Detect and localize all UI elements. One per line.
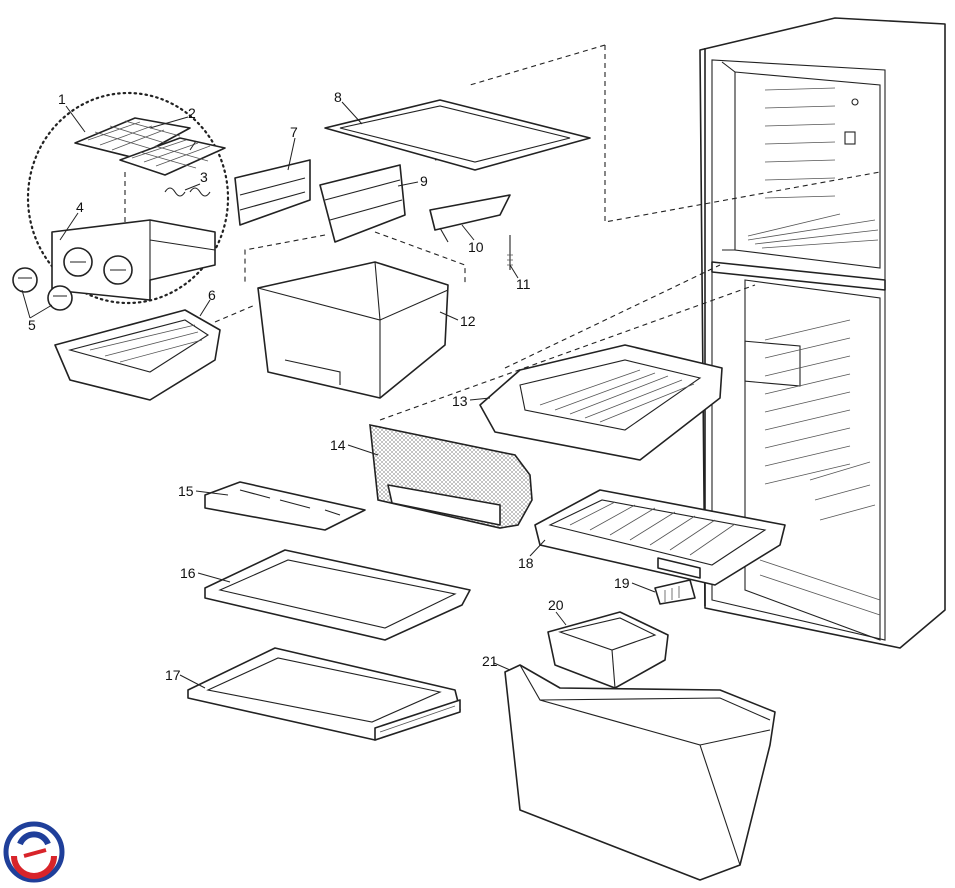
logo-arc-red (11, 855, 57, 879)
callout-9: 9 (420, 173, 428, 189)
leader-lines (21, 101, 656, 689)
callout-12: 12 (460, 313, 476, 329)
logo-ring-blue (3, 821, 65, 883)
shelf-bracket-left (234, 159, 311, 226)
ice-assembly-boundary (26, 91, 230, 305)
callout-8: 8 (334, 89, 342, 105)
callout-7: 7 (290, 124, 298, 140)
callout-11: 11 (516, 276, 531, 292)
rail-stopper (654, 579, 696, 605)
ice-spring-clips (164, 187, 211, 197)
ice-tray-upper (74, 117, 191, 159)
callout-1: 1 (58, 91, 66, 107)
logo-bar-red (23, 848, 47, 858)
small-storage-bin (547, 611, 669, 689)
callout-6: 6 (208, 287, 216, 303)
callout-14: 14 (330, 437, 346, 453)
ice-maker-frame (51, 219, 216, 301)
freezer-glass-shelf (324, 99, 591, 171)
callout-20: 20 (548, 597, 564, 613)
callout-17: 17 (165, 667, 181, 683)
brand-logo-icon (3, 821, 65, 883)
callout-21: 21 (482, 653, 498, 669)
fridge-glass-shelf-b (187, 647, 461, 741)
freezer-shelf-rails (747, 87, 879, 249)
ice-storage-box (54, 309, 221, 401)
callout-19: 19 (614, 575, 630, 591)
mesh-cover-panel (369, 423, 533, 529)
ice-tray-lower (119, 137, 226, 176)
shelf-bracket-right (429, 194, 511, 243)
callout-5: 5 (28, 317, 36, 333)
freezer-drawer (257, 261, 449, 399)
ice-knobs (12, 267, 73, 311)
assembly-guide-lines (124, 44, 881, 421)
callout-16: 16 (180, 565, 196, 581)
logo-arc-blue (17, 831, 51, 846)
callout-18: 18 (518, 555, 534, 571)
callout-13: 13 (452, 393, 468, 409)
small-tray (204, 481, 366, 531)
large-vegetable-bin (504, 664, 776, 881)
callout-10: 10 (468, 239, 484, 255)
callout-2: 2 (188, 105, 196, 121)
callout-4: 4 (76, 199, 84, 215)
crisper-tray (479, 344, 723, 461)
shelf-bracket-middle (319, 164, 406, 243)
callout-3: 3 (200, 169, 208, 185)
callout-labels: 1 2 3 4 5 6 7 8 9 10 11 12 13 14 15 16 1… (28, 89, 630, 683)
refrigerator-cabinet (699, 17, 946, 649)
bracket-screw (507, 235, 513, 270)
crisper-grille-shelf (534, 489, 786, 586)
fridge-glass-shelf-a (204, 549, 471, 641)
fridge-shelf-rails (759, 319, 881, 616)
callout-15: 15 (178, 483, 194, 499)
